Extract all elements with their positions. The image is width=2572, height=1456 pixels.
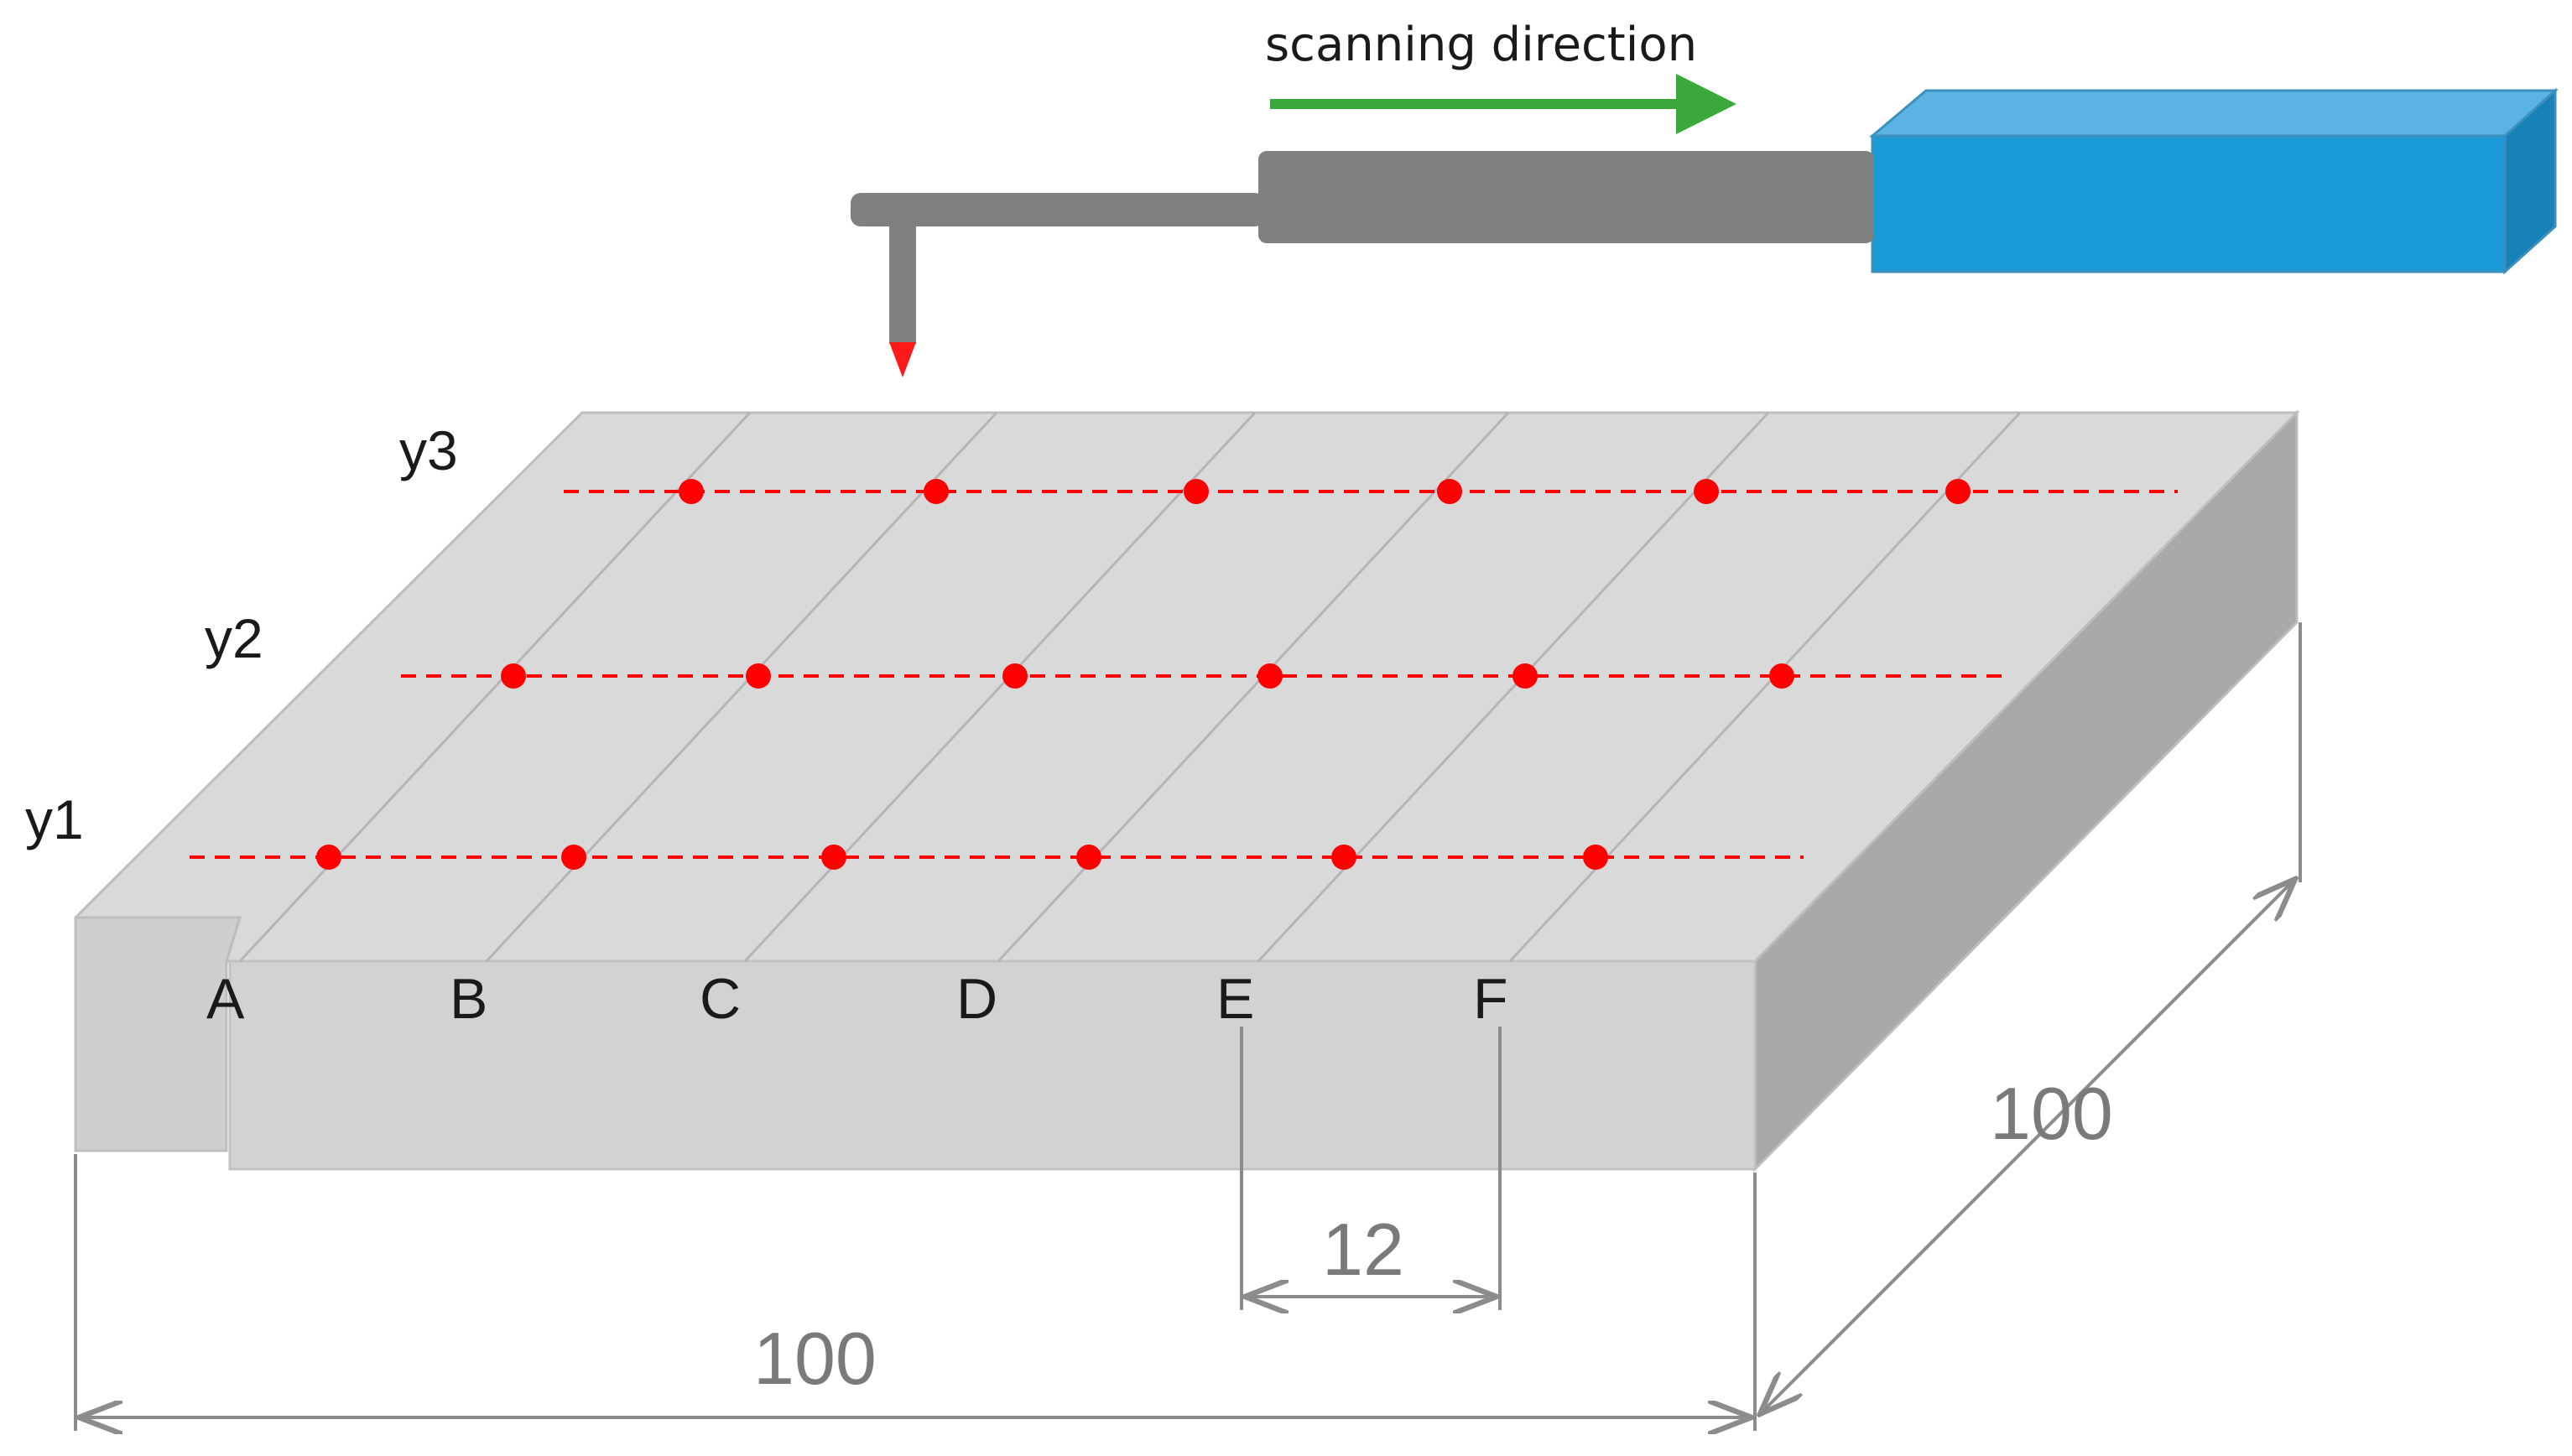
probe-tip-icon xyxy=(889,342,916,377)
strip-line xyxy=(743,411,1257,963)
row-label-y3: y3 xyxy=(399,419,458,481)
scan-point-y3-d xyxy=(1437,479,1462,504)
scan-point-y1-e xyxy=(1331,845,1356,870)
column-label-e: E xyxy=(1216,967,1254,1031)
column-label-a: A xyxy=(206,967,245,1031)
probe-arm xyxy=(851,193,1265,226)
width-dimension-label: 100 xyxy=(753,1317,877,1400)
probe-shaft-thick xyxy=(1258,151,1874,243)
scan-point-y2-f xyxy=(1769,663,1794,689)
strip-line xyxy=(485,411,998,963)
scan-grid xyxy=(190,479,2178,870)
row-label-y2: y2 xyxy=(205,607,263,669)
scan-point-y3-a xyxy=(679,479,704,504)
scan-point-y3-b xyxy=(924,479,949,504)
row-label-y1: y1 xyxy=(25,788,84,850)
scan-point-y3-f xyxy=(1945,479,1971,504)
strip-line xyxy=(1257,411,1770,963)
scan-point-y1-c xyxy=(821,845,846,870)
depth-dimension-label: 100 xyxy=(1990,1072,2113,1155)
scan-point-y1-d xyxy=(1076,845,1101,870)
dimension-lines xyxy=(74,622,2302,1431)
scan-point-y1-b xyxy=(561,845,586,870)
column-label-b: B xyxy=(450,967,487,1031)
column-label-f: F xyxy=(1473,967,1508,1031)
column-label-d: D xyxy=(956,967,997,1031)
scan-point-y3-e xyxy=(1694,479,1719,504)
scan-point-y3-c xyxy=(1184,479,1209,504)
scan-point-y2-d xyxy=(1257,663,1283,689)
scan-point-y2-e xyxy=(1512,663,1538,689)
scan-point-y1-a xyxy=(316,845,341,870)
scanning-direction-label: scanning direction xyxy=(1265,18,1697,72)
spacing-dimension-label: 12 xyxy=(1322,1208,1404,1291)
scanning-direction: scanning direction xyxy=(1265,18,1736,134)
strip-line xyxy=(997,411,1510,963)
probe-housing-front xyxy=(1871,134,2507,273)
scan-point-y2-b xyxy=(746,663,771,689)
scan-point-y2-c xyxy=(1002,663,1028,689)
plate-step-front xyxy=(74,916,242,1152)
scanner-probe xyxy=(851,87,2559,377)
scan-point-y2-a xyxy=(501,663,526,689)
column-label-c: C xyxy=(700,967,741,1031)
probe-tip-stem xyxy=(889,220,916,344)
depth-dimension-line xyxy=(1760,879,2295,1414)
probe-housing-top xyxy=(1868,89,2559,138)
strip-line xyxy=(1508,411,2022,963)
strip-line xyxy=(238,411,752,963)
test-plate xyxy=(74,409,2300,1173)
scan-point-y1-f xyxy=(1583,845,1608,870)
column-strip-lines xyxy=(238,411,2022,963)
